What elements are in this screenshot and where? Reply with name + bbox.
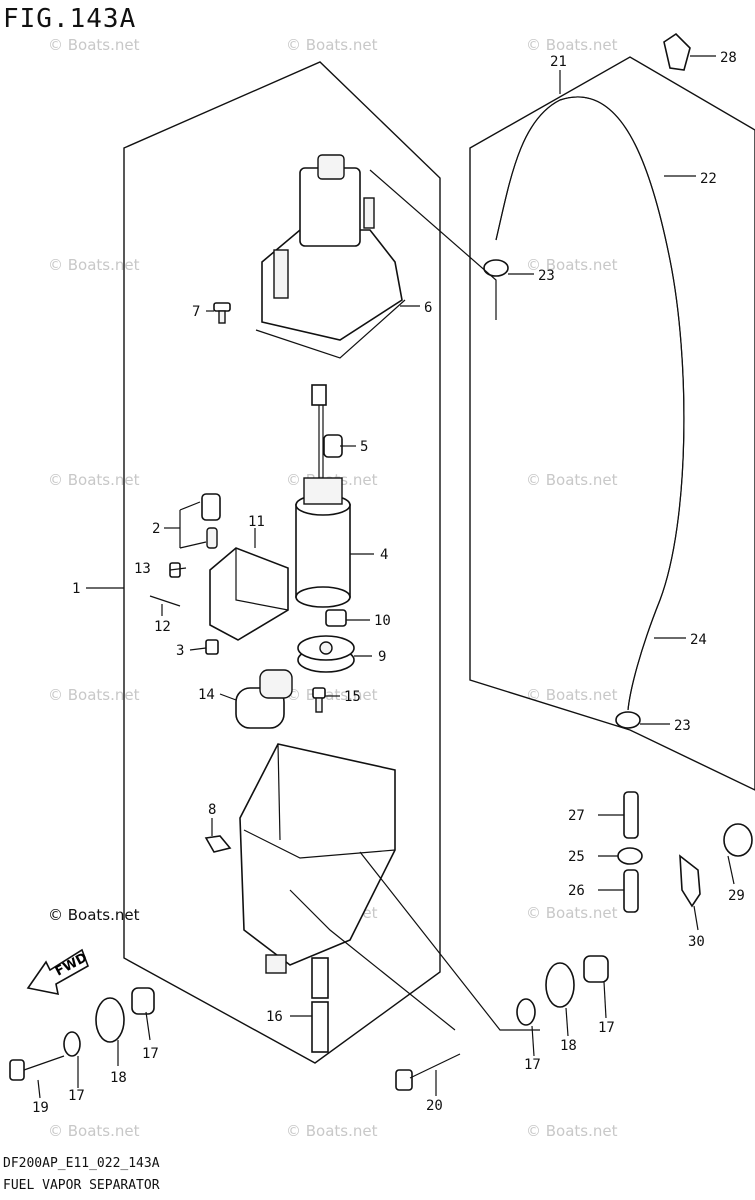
callout-30: 30	[688, 934, 705, 950]
part-6-cover	[255, 154, 406, 359]
watermark: © Boats.net	[526, 904, 618, 922]
part-23-clamp	[483, 259, 641, 729]
callout-17: 17	[68, 1088, 85, 1104]
part-14-elbow	[235, 669, 293, 729]
callout-18: 18	[560, 1038, 577, 1054]
left-mount-set	[9, 987, 155, 1081]
callout-9: 9	[378, 649, 386, 665]
callout-24: 24	[690, 632, 707, 648]
callout-10: 10	[374, 613, 391, 629]
figure-title: FIG.143A	[3, 4, 137, 34]
watermark: © Boats.net	[48, 36, 140, 54]
callout-21: 21	[550, 54, 567, 70]
callout-2: 2	[152, 521, 160, 537]
watermark: © Boats.net	[48, 471, 140, 489]
right-mount-set	[395, 955, 609, 1091]
part-16-tube	[311, 957, 329, 1053]
callout-layer: 1 2 3 4 5 6 7 8 9 10 11 12 13 14 15 16 1…	[32, 50, 745, 1116]
callout-23: 23	[674, 718, 691, 734]
callout-14: 14	[198, 687, 215, 703]
part-2-grommet	[201, 493, 221, 549]
part-28-clip	[663, 32, 691, 71]
watermark: © Boats.net	[526, 36, 618, 54]
assembly-frame-hose	[469, 56, 755, 791]
callout-7: 7	[192, 304, 200, 320]
leader-lines	[37, 55, 735, 1099]
part-12-pin	[149, 595, 181, 607]
part-7-screw	[213, 302, 231, 324]
callout-17: 17	[524, 1057, 541, 1073]
part-9-pump-holder	[297, 635, 355, 673]
callout-25: 25	[568, 849, 585, 865]
watermark: © Boats.net	[526, 471, 618, 489]
callout-28: 28	[720, 50, 737, 66]
connector-stack	[617, 791, 643, 913]
callout-20: 20	[426, 1098, 443, 1114]
part-4-fuel-pump	[295, 477, 351, 608]
diagram-code: DF200AP_E11_022_143A	[3, 1156, 160, 1171]
callout-4: 4	[380, 547, 388, 563]
watermark: © Boats.net	[526, 686, 618, 704]
callout-11: 11	[248, 514, 265, 530]
callout-19: 19	[32, 1100, 49, 1116]
fuel-hose	[495, 96, 685, 711]
callout-5: 5	[360, 439, 368, 455]
part-3-screw	[205, 639, 219, 655]
watermark: © Boats.net	[48, 1122, 140, 1140]
callout-17: 17	[598, 1020, 615, 1036]
watermark: © Boats.net	[48, 686, 140, 704]
watermark: © Boats.net	[526, 1122, 618, 1140]
watermark: © Boats.net	[286, 36, 378, 54]
callout-29: 29	[728, 888, 745, 904]
callout-23: 23	[538, 268, 555, 284]
watermark: © Boats.net	[286, 1122, 378, 1140]
callout-12: 12	[154, 619, 171, 635]
callout-13: 13	[134, 561, 151, 577]
part-8-screw	[204, 835, 232, 853]
callout-16: 16	[266, 1009, 283, 1025]
pump-harness	[311, 384, 327, 480]
part-10-collar	[325, 609, 347, 627]
callout-26: 26	[568, 883, 585, 899]
fwd-arrow: FWD	[26, 948, 90, 996]
part-15-screw	[312, 687, 326, 713]
callout-27: 27	[568, 808, 585, 824]
callout-22: 22	[700, 171, 717, 187]
assembly-frame-main	[123, 61, 441, 1064]
callout-8: 8	[208, 802, 216, 818]
brand-mark: © Boats.net	[48, 906, 140, 924]
part-5-grommet	[323, 434, 343, 458]
watermark: © Boats.net	[286, 686, 378, 704]
part-30-clip	[679, 854, 701, 908]
separator-body	[239, 743, 396, 974]
callout-1: 1	[72, 581, 80, 597]
callout-15: 15	[344, 689, 361, 705]
part-29-clamp	[723, 823, 753, 857]
watermark: © Boats.net	[48, 256, 140, 274]
part-11-cover	[209, 547, 289, 641]
diagram-name: FUEL VAPOR SEPARATOR	[3, 1178, 160, 1193]
callout-6: 6	[424, 300, 432, 316]
callout-3: 3	[176, 643, 184, 659]
watermark: © Boats.net	[526, 256, 618, 274]
callout-17: 17	[142, 1046, 159, 1062]
callout-18: 18	[110, 1070, 127, 1086]
